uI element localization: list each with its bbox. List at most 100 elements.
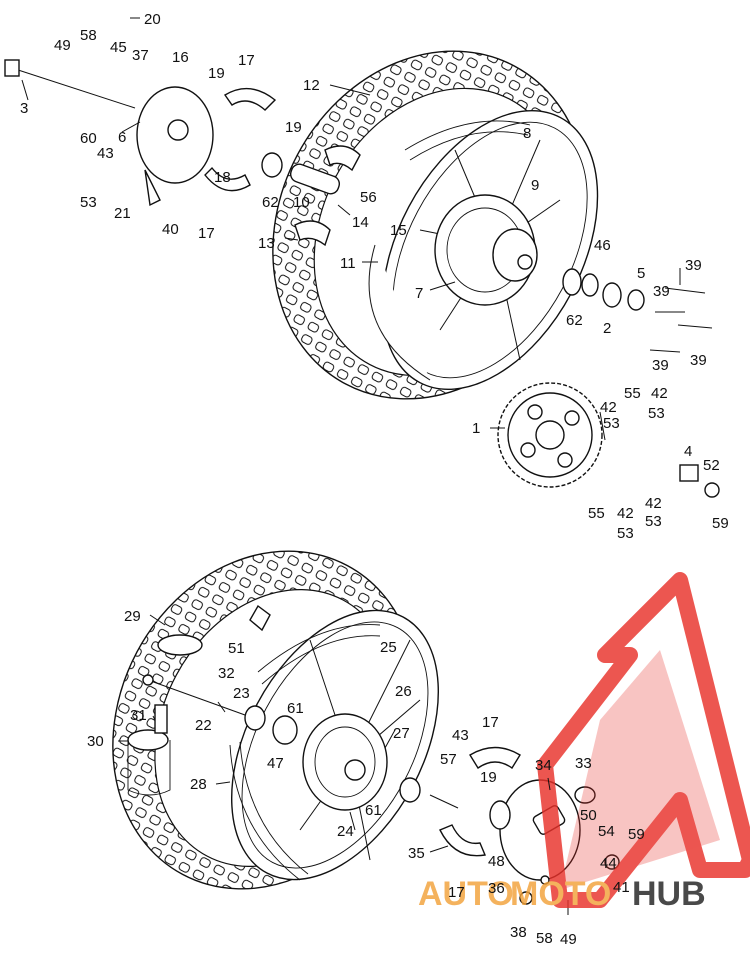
callout-53-rear-b: 53 bbox=[648, 405, 665, 422]
callout-39-b: 39 bbox=[653, 283, 670, 300]
logo-word-moto: MOTO bbox=[510, 875, 611, 913]
sprocket bbox=[497, 382, 603, 488]
callout-6: 6 bbox=[118, 129, 126, 146]
callout-59-front: 59 bbox=[628, 826, 645, 843]
callout-51: 51 bbox=[228, 640, 245, 657]
callout-15: 15 bbox=[390, 222, 407, 239]
front-tube bbox=[257, 624, 381, 685]
front-brake-shoes bbox=[439, 746, 521, 857]
callout-30: 30 bbox=[87, 733, 104, 750]
callout-50: 50 bbox=[580, 807, 597, 824]
callout-26: 26 bbox=[395, 683, 412, 700]
callout-36: 36 bbox=[488, 880, 505, 897]
callout-54: 54 bbox=[598, 823, 615, 840]
front-rim-strip bbox=[229, 741, 309, 881]
callout-16: 16 bbox=[172, 49, 189, 66]
rear-tube bbox=[404, 120, 531, 161]
callout-8: 8 bbox=[523, 125, 531, 142]
callout-37: 37 bbox=[132, 47, 149, 64]
callout-42-b: 42 bbox=[600, 399, 617, 416]
callout-62-rear-a: 62 bbox=[262, 194, 279, 211]
rear-axle-spacers bbox=[261, 145, 361, 247]
callout-45: 45 bbox=[110, 39, 127, 56]
front-hub bbox=[302, 713, 388, 811]
rear-axle-hardware bbox=[562, 268, 720, 498]
leader-lines bbox=[21, 17, 681, 853]
callout-61-front-b: 61 bbox=[365, 802, 382, 819]
callout-32: 32 bbox=[218, 665, 235, 682]
callout-56: 56 bbox=[360, 189, 377, 206]
callout-39-a: 39 bbox=[685, 257, 702, 274]
callout-21: 21 bbox=[114, 205, 131, 222]
front-tire-parts bbox=[127, 604, 271, 796]
callout-43-rear: 43 bbox=[97, 145, 114, 162]
callout-31: 31 bbox=[130, 707, 147, 724]
callout-17-front-bottom: 17 bbox=[448, 884, 465, 901]
callout-57: 57 bbox=[440, 751, 457, 768]
autotmotohub-logo: AUTO MOTO HUB bbox=[418, 572, 750, 913]
callout-58-front: 58 bbox=[536, 930, 553, 947]
callout-20: 20 bbox=[144, 11, 161, 28]
rear-rim-strip bbox=[368, 244, 431, 381]
callout-1: 1 bbox=[472, 420, 480, 437]
callout-29: 29 bbox=[124, 608, 141, 625]
callout-39-d: 39 bbox=[652, 357, 669, 374]
callout-22: 22 bbox=[195, 717, 212, 734]
callout-42-d: 42 bbox=[617, 505, 634, 522]
front-bearings bbox=[244, 705, 421, 803]
callout-53-rear-a: 53 bbox=[80, 194, 97, 211]
callout-42-a: 42 bbox=[651, 385, 668, 402]
callout-39-c: 39 bbox=[690, 352, 707, 369]
callout-43-front: 43 bbox=[452, 727, 469, 744]
callout-28: 28 bbox=[190, 776, 207, 793]
callout-34: 34 bbox=[535, 757, 552, 774]
callout-61-front-a: 61 bbox=[287, 700, 304, 717]
callout-47: 47 bbox=[267, 755, 284, 772]
callout-11: 11 bbox=[340, 255, 356, 272]
callout-38: 38 bbox=[510, 924, 527, 941]
rear-hub bbox=[434, 194, 538, 306]
callout-2: 2 bbox=[603, 320, 611, 337]
callout-12: 12 bbox=[303, 77, 320, 94]
callout-18: 18 bbox=[214, 169, 231, 186]
callout-62-rear-b: 62 bbox=[566, 312, 583, 329]
rear-axle bbox=[4, 59, 136, 109]
callout-labels: 20 49 58 45 37 16 17 19 19 12 3 6 60 43 … bbox=[20, 11, 729, 948]
callout-5: 5 bbox=[637, 265, 645, 282]
callout-44: 44 bbox=[600, 855, 617, 872]
callout-19-front: 19 bbox=[480, 769, 497, 786]
callout-58-rear: 58 bbox=[80, 27, 97, 44]
callout-17-rear-bottom: 17 bbox=[198, 225, 215, 242]
brake-shoes-rear bbox=[204, 87, 277, 192]
callout-23: 23 bbox=[233, 685, 250, 702]
callout-52: 52 bbox=[703, 457, 720, 474]
callout-55-b: 55 bbox=[588, 505, 605, 522]
callout-25: 25 bbox=[380, 639, 397, 656]
callout-46: 46 bbox=[594, 237, 611, 254]
callout-4: 4 bbox=[684, 443, 692, 460]
logo-word-hub: HUB bbox=[632, 875, 706, 913]
callout-13: 13 bbox=[258, 235, 275, 252]
brake-panel-rear bbox=[136, 86, 214, 207]
callout-27: 27 bbox=[393, 725, 410, 742]
callout-24: 24 bbox=[337, 823, 354, 840]
callout-40: 40 bbox=[162, 221, 179, 238]
front-axle bbox=[142, 674, 246, 716]
callout-10: 10 bbox=[293, 194, 310, 211]
callout-17-front-top: 17 bbox=[482, 714, 499, 731]
logo-word-auto: AUTO bbox=[418, 875, 514, 913]
callout-48: 48 bbox=[488, 853, 505, 870]
callout-42-c: 42 bbox=[645, 495, 662, 512]
callout-9: 9 bbox=[531, 177, 539, 194]
callout-14: 14 bbox=[352, 214, 369, 231]
callout-59-rear: 59 bbox=[712, 515, 729, 532]
callout-53-rear-d: 53 bbox=[645, 513, 662, 530]
callout-53-rear-e: 53 bbox=[617, 525, 634, 542]
callout-41: 41 bbox=[613, 879, 630, 896]
callout-55-a: 55 bbox=[624, 385, 641, 402]
callout-35: 35 bbox=[408, 845, 425, 862]
front-small-hardware bbox=[429, 794, 569, 915]
callout-60: 60 bbox=[80, 130, 97, 147]
